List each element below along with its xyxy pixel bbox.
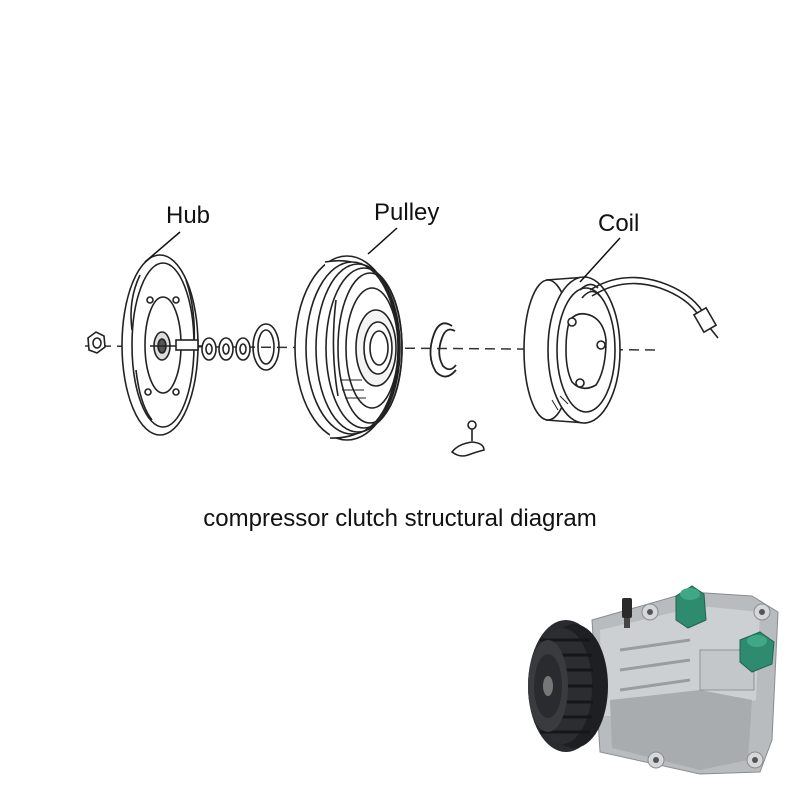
shim-washers — [201, 337, 251, 361]
leader-lines — [144, 227, 621, 283]
snap-ring-left — [252, 323, 280, 371]
coil-wire — [589, 276, 719, 339]
diagram-caption: compressor clutch structural diagram — [203, 505, 597, 532]
pulley-label: Pulley — [374, 199, 440, 226]
ac-compressor-photo — [528, 585, 779, 775]
pulley-part — [294, 255, 403, 441]
coil-leader-line — [579, 237, 621, 283]
hub-leader-line — [144, 231, 181, 263]
screw-and-clamp-part — [450, 420, 485, 457]
coil-part — [523, 276, 621, 424]
coil-label: Coil — [598, 210, 640, 237]
snap-ring-right — [429, 322, 457, 378]
hub-label: Hub — [166, 202, 211, 229]
pulley-leader-line — [367, 227, 398, 255]
nut-part — [87, 331, 106, 354]
hub-part — [121, 254, 205, 436]
